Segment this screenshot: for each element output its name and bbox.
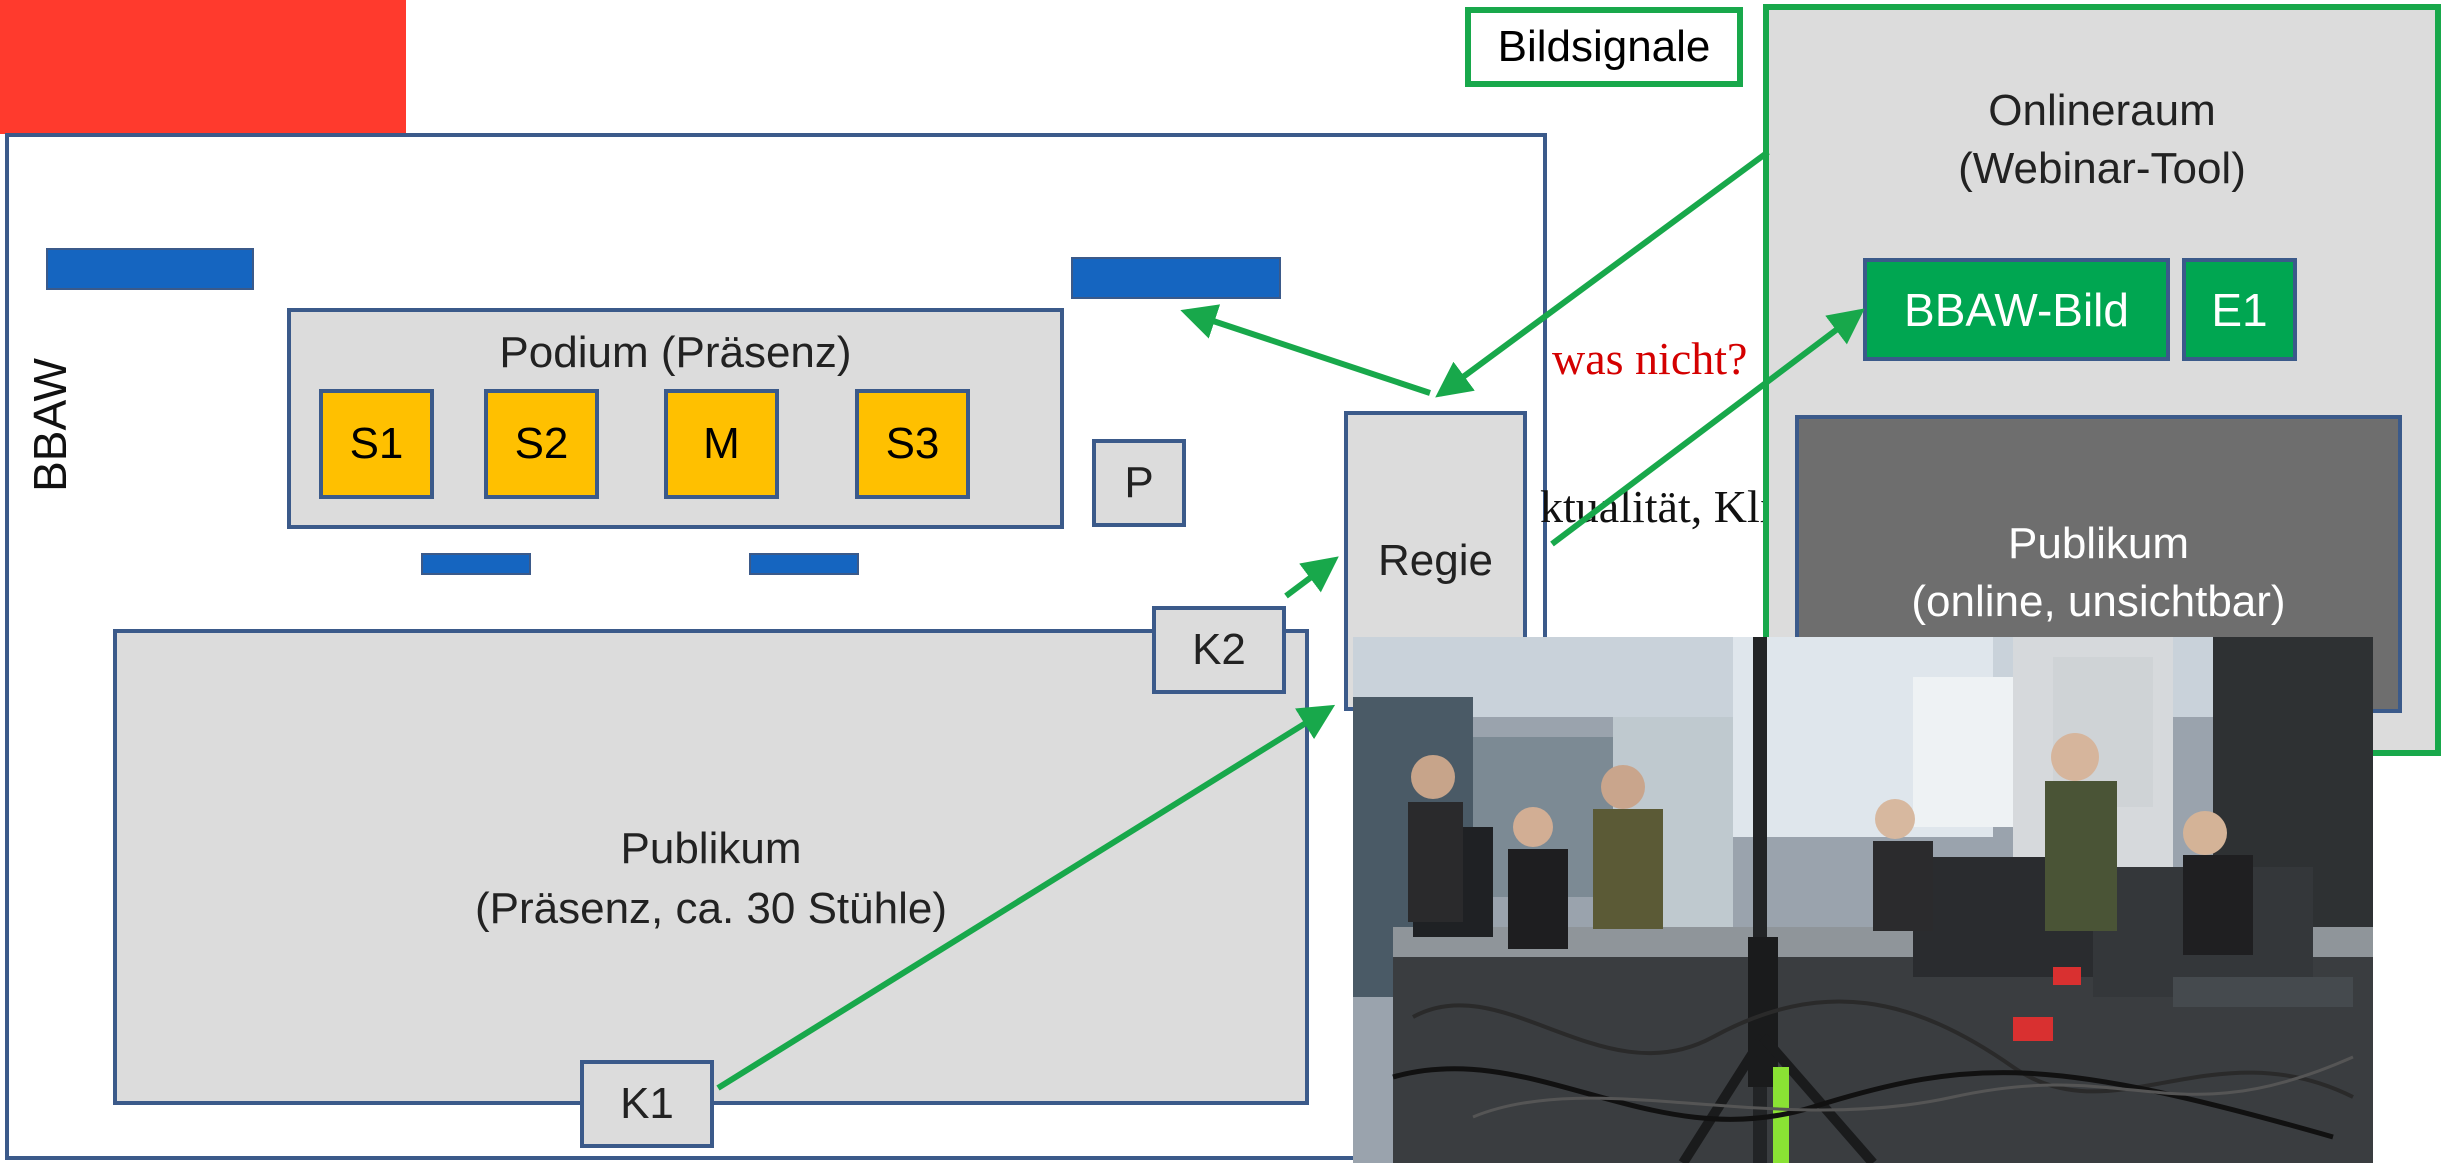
audience-presence: Publikum (Präsenz, ca. 30 Stühle) bbox=[113, 629, 1309, 1105]
camera-k1: K1 bbox=[580, 1060, 714, 1148]
camera-k2: K2 bbox=[1152, 606, 1286, 694]
red-corner-block bbox=[0, 0, 406, 134]
audience-presence-line2: (Präsenz, ca. 30 Stühle) bbox=[474, 884, 947, 933]
seat-s1: S1 bbox=[319, 389, 434, 499]
seat-s3: S3 bbox=[855, 389, 970, 499]
partial-red-text: was nicht? bbox=[1552, 333, 1748, 384]
arrow-regie-to-screen bbox=[1180, 304, 1431, 396]
online-title-line1: Onlineraum bbox=[1988, 86, 2216, 135]
monitor-left bbox=[421, 553, 531, 575]
p-box: P bbox=[1092, 439, 1186, 527]
signal-badge: Bildsignale bbox=[1465, 7, 1743, 87]
arrow-online-to-regie bbox=[1435, 149, 1770, 398]
seat-s2: S2 bbox=[484, 389, 599, 499]
bbaw-image-box: BBAW-Bild bbox=[1863, 258, 2170, 361]
audience-presence-line1: Publikum bbox=[620, 824, 802, 873]
monitor-right bbox=[749, 553, 859, 575]
arrow-regie-to-bbaw-image bbox=[1550, 308, 1865, 547]
arrow-k2-to-regie bbox=[1284, 556, 1339, 599]
audience-online-line1: Publikum bbox=[2008, 519, 2189, 568]
screen-right bbox=[1071, 257, 1281, 299]
e1-box: E1 bbox=[2182, 258, 2297, 361]
screen-left bbox=[46, 248, 254, 290]
arrow-k1-to-regie bbox=[716, 704, 1336, 1091]
podium-title: Podium (Präsenz) bbox=[499, 328, 852, 377]
audience-online-line2: (online, unsichtbar) bbox=[1911, 577, 2286, 626]
online-title-line2: (Webinar-Tool) bbox=[1958, 144, 2246, 193]
control-room-photo bbox=[1353, 637, 2373, 1163]
seat-moderator: M bbox=[664, 389, 779, 499]
